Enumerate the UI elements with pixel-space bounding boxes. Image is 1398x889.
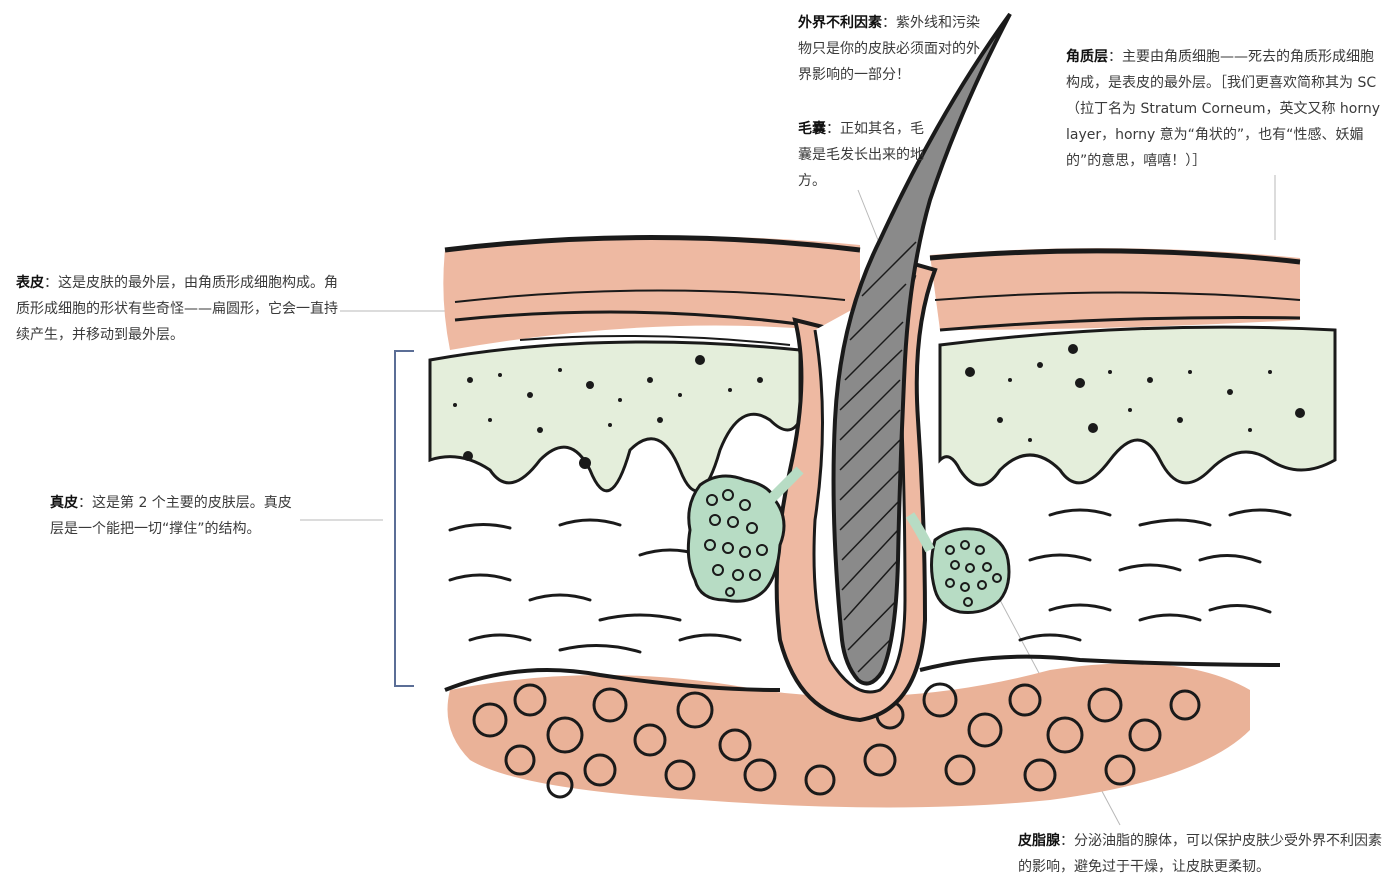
label-hair-follicle: 毛囊：正如其名，毛囊是毛发长出来的地方。 bbox=[798, 116, 928, 194]
label-stratum-corneum-term: 角质层 bbox=[1066, 49, 1108, 65]
label-external-factors: 外界不利因素：紫外线和污染物只是你的皮肤必须面对的外界影响的一部分！ bbox=[798, 10, 988, 88]
label-dermis: 真皮：这是第 2 个主要的皮肤层。真皮层是一个能把一切“撑住”的结构。 bbox=[50, 490, 300, 542]
papillary-dermis bbox=[428, 325, 1337, 493]
label-external-factors-text: ：紫外线和污染物只是你的皮肤必须面对的外界影响的一部分！ bbox=[798, 15, 980, 83]
sebaceous-glands bbox=[686, 466, 1011, 614]
hair-shaft bbox=[831, 12, 1012, 686]
label-stratum-corneum: 角质层：主要由角质细胞——死去的角质形成细胞构成，是表皮的最外层。［我们更喜欢简… bbox=[1066, 44, 1386, 174]
label-stratum-corneum-text: ：主要由角质细胞——死去的角质形成细胞构成，是表皮的最外层。［我们更喜欢简称其为… bbox=[1066, 49, 1381, 169]
label-dermis-term: 真皮 bbox=[50, 495, 78, 511]
label-hair-follicle-text: ：正如其名，毛囊是毛发长出来的地方。 bbox=[798, 121, 924, 189]
label-epidermis: 表皮：这是皮肤的最外层，由角质形成细胞构成。角质形成细胞的形状有些奇怪——扁圆形… bbox=[16, 270, 346, 348]
fat-layer bbox=[444, 654, 1281, 808]
label-epidermis-term: 表皮 bbox=[16, 275, 44, 291]
epidermis-layers bbox=[443, 235, 1301, 350]
label-epidermis-text: ：这是皮肤的最外层，由角质形成细胞构成。角质形成细胞的形状有些奇怪——扁圆形，它… bbox=[16, 275, 338, 343]
label-sebaceous-gland-term: 皮脂腺 bbox=[1018, 833, 1060, 849]
label-external-factors-term: 外界不利因素 bbox=[798, 15, 882, 31]
label-hair-follicle-term: 毛囊 bbox=[798, 121, 826, 137]
label-sebaceous-gland-text: ：分泌油脂的腺体，可以保护皮肤少受外界不利因素的影响，避免过于干燥，让皮肤更柔韧… bbox=[1018, 833, 1382, 875]
label-dermis-text: ：这是第 2 个主要的皮肤层。真皮层是一个能把一切“撑住”的结构。 bbox=[50, 495, 292, 537]
leader-follicle bbox=[857, 189, 881, 246]
label-sebaceous-gland: 皮脂腺：分泌油脂的腺体，可以保护皮肤少受外界不利因素的影响，避免过于干燥，让皮肤… bbox=[1018, 828, 1390, 880]
dermis-bracket bbox=[394, 350, 414, 687]
